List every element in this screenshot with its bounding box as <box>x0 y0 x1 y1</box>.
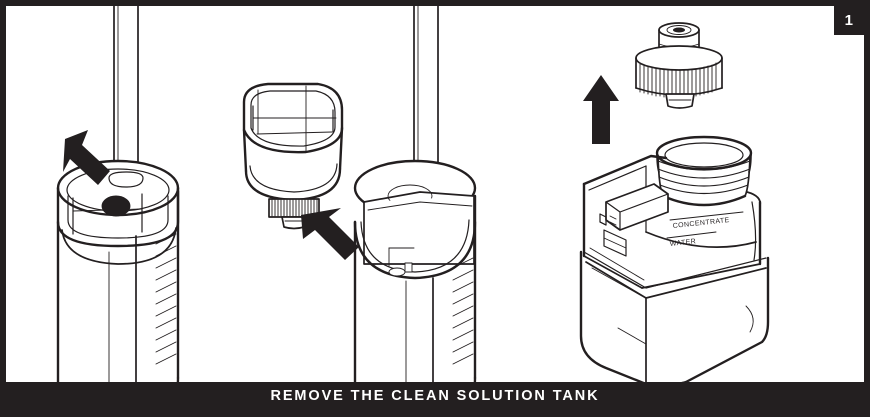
panel-left-press-release-latch <box>56 6 180 395</box>
frame-border-right <box>864 0 870 417</box>
tank-body-right <box>582 154 762 289</box>
vacuum-body-middle <box>353 6 477 395</box>
vacuum-body-left <box>56 189 180 395</box>
tank-handle <box>599 183 669 231</box>
clean-solution-tank-middle <box>242 82 344 202</box>
vent-hatching <box>155 233 177 365</box>
caption-bar: REMOVE THE CLEAN SOLUTION TANK <box>6 382 864 411</box>
lift-cap-arrow <box>583 75 619 144</box>
tank-cap-right <box>635 22 723 109</box>
tank-neck-threads <box>655 135 753 197</box>
panel-right-unscrew-tank-cap: CONCENTRATE WATER <box>579 22 770 387</box>
reinsert-arrow <box>301 208 359 260</box>
illustration-canvas: CONCENTRATE WATER <box>56 6 770 395</box>
caption-text: REMOVE THE CLEAN SOLUTION TANK <box>270 388 600 405</box>
release-button[interactable] <box>102 196 130 216</box>
press-down-arrow <box>63 130 110 185</box>
water-label: WATER <box>669 238 696 248</box>
pole-collar-left <box>108 171 144 188</box>
tank-window <box>603 229 627 257</box>
tank-lower-body <box>579 250 770 387</box>
thread-rings <box>657 160 751 195</box>
cap-knurling-right <box>639 62 717 98</box>
frame-border-left <box>0 0 6 417</box>
fill-markings: CONCENTRATE WATER <box>666 211 744 248</box>
step-number-badge: 1 <box>834 6 864 35</box>
frame-border-bottom <box>0 411 870 417</box>
vent-hatching-middle <box>452 257 474 365</box>
cap-knurling-middle <box>271 199 318 217</box>
frame-border-top <box>0 0 870 6</box>
panel-middle-lift-tank-off <box>242 6 477 395</box>
handle-pole-left <box>113 6 139 179</box>
